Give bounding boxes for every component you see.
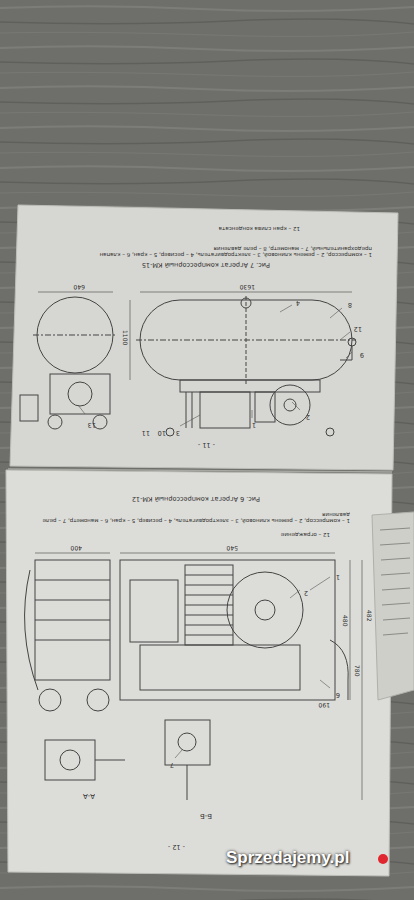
callout-number: 13	[88, 421, 96, 428]
callout-number: 1	[336, 573, 340, 580]
dimension: 780	[353, 665, 360, 676]
callout-number: 4	[296, 299, 300, 306]
section-label: Б-Б	[200, 812, 212, 820]
section-label: А-А	[83, 792, 95, 800]
page-number: - 11 -	[198, 441, 215, 448]
callout-number: 2	[306, 413, 310, 420]
fold-line	[8, 469, 392, 472]
dimension: 1100	[121, 330, 128, 345]
caption: Рис. 6 Агрегат компрессорный КМ-12	[132, 495, 260, 502]
callout-number: 8	[348, 301, 352, 308]
upper-sheet	[10, 205, 398, 470]
compressor-drawing-upper	[20, 292, 356, 436]
dimension: 482	[365, 610, 372, 621]
legend-text: 1 – компрессор, 2 – ремень клиновой, 3 –…	[42, 245, 372, 258]
dimension: 190	[319, 701, 330, 708]
caption: Рис. 7 Агрегат компрессорный КМ-15	[142, 261, 270, 268]
dimension: 1630	[240, 283, 255, 290]
legend-text: 1 – компрессор, 2 – ремень клиновой, 3 –…	[40, 511, 350, 524]
dimension: 640	[74, 283, 85, 290]
dimension: 480	[341, 615, 348, 626]
callout-number: 6	[336, 691, 340, 698]
callout-number: 9	[360, 351, 364, 358]
callout-number: 12	[354, 325, 362, 332]
watermark: Sprzedajemy.pl	[226, 848, 349, 868]
callout-number: 7	[170, 761, 174, 768]
dimension: 400	[71, 544, 82, 551]
legend-text: 12 – ограждение	[281, 532, 330, 538]
dimension: 540	[227, 544, 238, 551]
callout-number: 11	[142, 429, 150, 436]
callout-number: 10	[158, 429, 166, 436]
compressor-drawing-lower	[25, 553, 362, 800]
paper-strip	[372, 512, 414, 700]
legend-text: 12 – кран слива конденсата	[219, 226, 300, 232]
callout-number: 3	[176, 429, 180, 436]
callout-number: 2	[304, 589, 308, 596]
lower-sheet	[6, 470, 392, 876]
page-number: - 12 -	[168, 843, 185, 850]
watermark-dot	[378, 854, 388, 864]
callout-number: 1	[252, 421, 256, 428]
